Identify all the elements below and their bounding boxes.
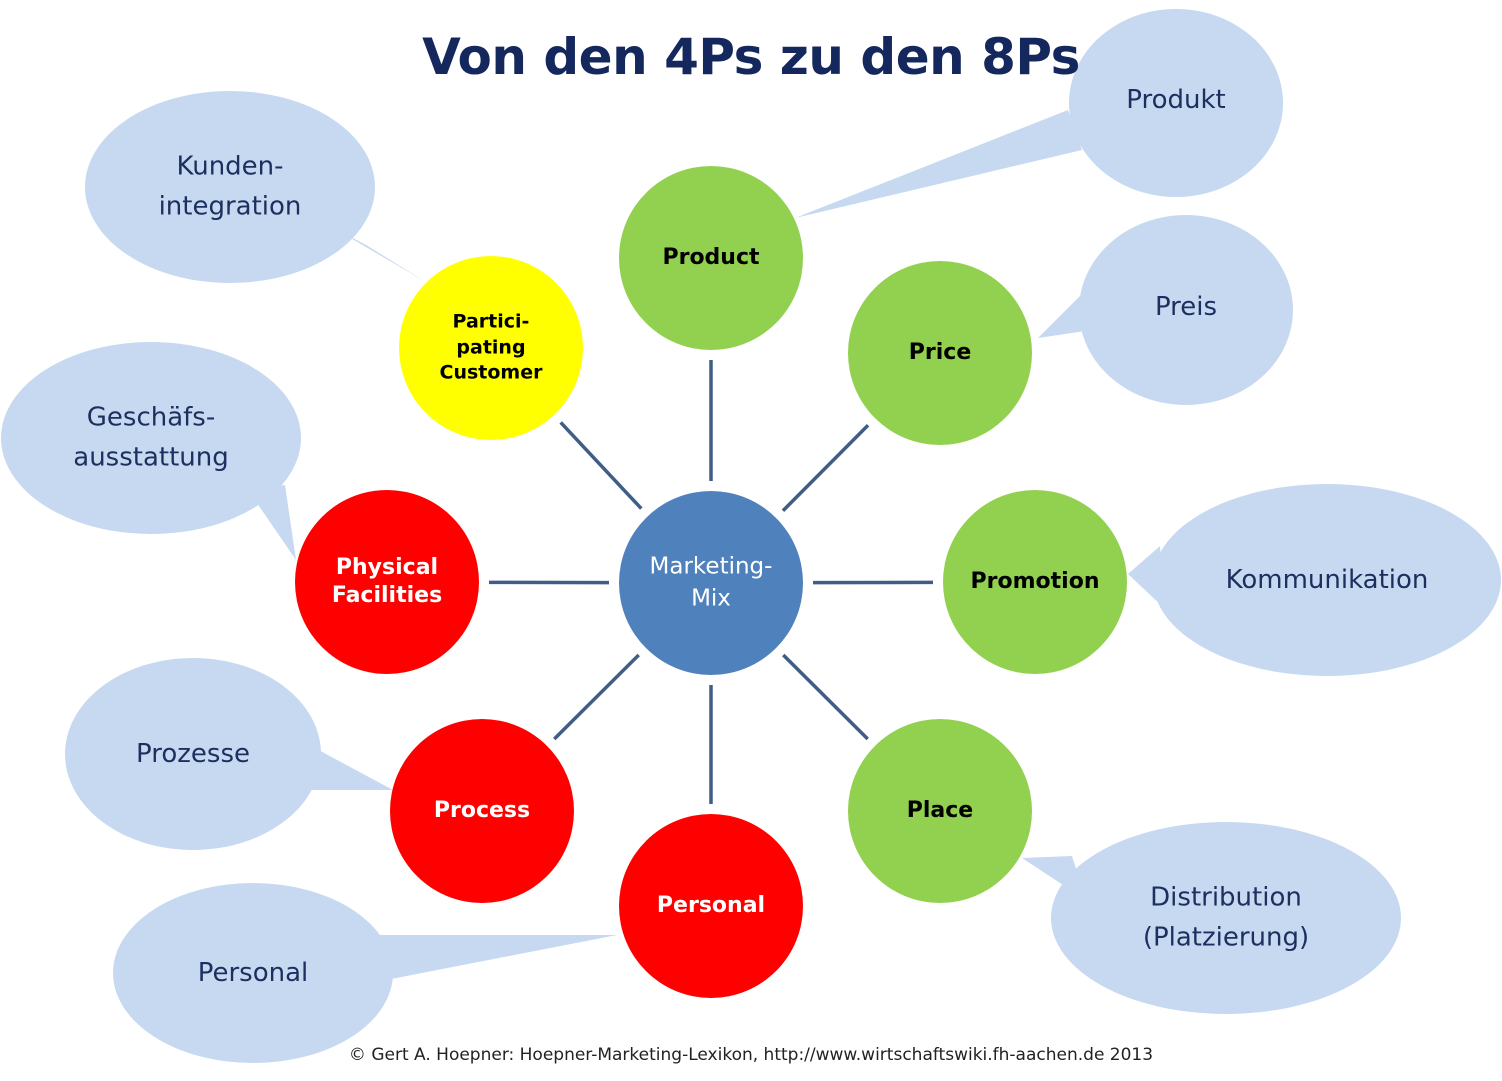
node-circle-participating-customer: [399, 256, 583, 440]
node-label-personal: Personal: [656, 892, 766, 918]
diagram-title: Von den 4Ps zu den 8Ps: [422, 28, 1080, 86]
center-node-circle: [619, 491, 803, 675]
node-label-price: Price: [908, 339, 972, 365]
callout-text-kundenintegration: Kunden- integration: [158, 151, 302, 222]
callout-pointer: [248, 485, 296, 560]
callout-bubble: [1153, 484, 1501, 676]
callout-text-produkt: Produkt: [1126, 84, 1226, 115]
callout-distribution: [1022, 822, 1401, 1014]
callout-bubble: [1, 342, 301, 534]
callout-pointer: [1038, 296, 1092, 338]
callout-geschaefsausstattung: [1, 342, 301, 560]
node-circle-price: [848, 261, 1032, 445]
callout-bubble: [1079, 215, 1293, 405]
callout-kundenintegration: [85, 91, 426, 283]
callout-pointer: [300, 740, 393, 790]
callout-bubble: [1069, 9, 1283, 197]
connector-place: [782, 653, 869, 741]
connector-price: [781, 424, 870, 512]
node-circle-product: [619, 166, 803, 350]
callout-produkt: [795, 9, 1283, 218]
callout-text-distribution: Distribution (Platzierung): [1142, 882, 1310, 953]
node-label-process: Process: [433, 797, 531, 823]
callout-pointer: [330, 226, 426, 282]
node-circle-personal: [619, 814, 803, 998]
connector-participating-customer: [559, 421, 643, 510]
callout-bubble: [1051, 822, 1401, 1014]
callout-bubble: [113, 883, 393, 1063]
connector-process: [553, 653, 640, 741]
callout-prozesse: [65, 658, 393, 850]
callout-kommunikation: [1128, 484, 1501, 676]
callout-preis: [1038, 215, 1293, 405]
node-label-place: Place: [906, 797, 974, 823]
node-label-participating-customer: Partici- pating Customer: [439, 310, 543, 384]
node-circle-place: [848, 719, 1032, 903]
node-label-promotion: Promotion: [970, 568, 1100, 594]
copyright-footer: © Gert A. Hoepner: Hoepner-Marketing-Lex…: [348, 1045, 1154, 1065]
callout-text-kommunikation: Kommunikation: [1225, 564, 1429, 595]
callout-bubble: [85, 91, 375, 283]
callout-text-personal: Personal: [197, 957, 309, 988]
callout-text-prozesse: Prozesse: [136, 738, 250, 769]
node-circle-promotion: [943, 490, 1127, 674]
callout-bubble: [65, 658, 321, 850]
callout-pointer: [795, 110, 1082, 218]
node-circle-physical-facilities: [295, 490, 479, 674]
node-label-physical-facilities: Physical Facilities: [331, 554, 443, 608]
callout-text-geschaefsausstattung: Geschäfs- ausstattung: [73, 402, 229, 473]
node-circle-process: [390, 719, 574, 903]
callout-personal: [113, 883, 617, 1063]
callout-pointer: [1022, 856, 1086, 900]
node-label-product: Product: [662, 244, 760, 270]
callout-pointer: [1128, 546, 1164, 608]
callout-text-preis: Preis: [1154, 291, 1218, 322]
center-node-label: Marketing- Mix: [649, 553, 773, 611]
callout-pointer: [376, 935, 617, 980]
